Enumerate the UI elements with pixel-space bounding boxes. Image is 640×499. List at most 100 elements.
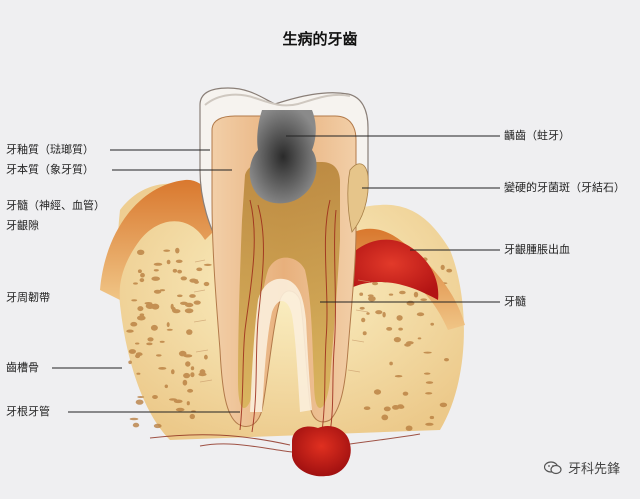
- bone-dot: [146, 343, 152, 346]
- label-pulp: 牙髓: [504, 295, 526, 309]
- bone-dot: [440, 403, 447, 408]
- bone-dot: [154, 424, 162, 428]
- bone-dot: [172, 309, 180, 313]
- diagram-title: 生病的牙齒: [0, 28, 640, 49]
- label-periodontal-ligament: 牙周韌帶: [6, 291, 50, 305]
- bone-dot: [160, 341, 165, 343]
- bone-dot: [140, 273, 145, 278]
- bone-dot: [136, 400, 144, 405]
- bone-dot: [167, 322, 170, 327]
- bone-dot: [403, 392, 409, 396]
- bone-dot: [126, 330, 133, 333]
- bone-dot: [196, 268, 202, 272]
- bone-dot: [151, 304, 159, 310]
- bone-dot: [204, 355, 208, 360]
- bone-dot: [152, 395, 158, 399]
- bone-dot: [194, 301, 201, 305]
- caries-cavity: [250, 110, 317, 203]
- bone-dot: [181, 276, 187, 280]
- bone-dot: [185, 308, 194, 313]
- bone-dot: [425, 423, 433, 426]
- bone-dot: [167, 329, 173, 331]
- bone-dot: [174, 400, 183, 404]
- bone-dot: [140, 313, 145, 316]
- bone-dot: [175, 248, 179, 254]
- label-gingival-sulcus: 牙齦隙: [6, 219, 39, 233]
- bone-dot: [189, 294, 196, 298]
- bone-dot: [154, 269, 159, 271]
- bone-dot: [167, 260, 171, 265]
- bone-dot: [360, 307, 365, 310]
- abscess: [292, 426, 351, 476]
- bone-dot: [186, 329, 192, 335]
- bone-dot: [446, 269, 452, 273]
- bone-dot: [407, 301, 415, 306]
- label-calculus: 變硬的牙菌斑（牙結石）: [504, 181, 625, 195]
- bone-dot: [191, 366, 194, 370]
- bone-dot: [366, 312, 369, 315]
- bone-dot: [389, 294, 393, 296]
- bone-dot: [382, 312, 385, 318]
- bone-dot: [129, 349, 136, 354]
- label-dentin: 牙本質（象牙質）: [6, 163, 94, 177]
- bone-dot: [140, 278, 145, 282]
- label-enamel: 牙釉質（琺瑯質）: [6, 143, 94, 157]
- bone-dot: [394, 337, 401, 342]
- bone-dot: [418, 337, 422, 339]
- bone-dot: [176, 408, 185, 412]
- bone-dot: [130, 418, 139, 420]
- bone-dot: [420, 298, 427, 301]
- bone-dot: [430, 323, 434, 326]
- watermark-text: 牙科先鋒: [568, 458, 620, 477]
- bone-dot: [177, 270, 182, 274]
- bone-dot: [441, 265, 445, 270]
- label-alveolar-bone: 齒槽骨: [6, 361, 39, 375]
- bone-dot: [425, 392, 432, 394]
- bone-dot: [136, 352, 143, 356]
- bone-dot: [158, 367, 166, 370]
- bone-dot: [392, 405, 399, 410]
- bone-dot: [384, 407, 391, 412]
- bone-dot: [137, 250, 144, 255]
- bone-dot: [138, 269, 142, 273]
- bone-dot: [361, 318, 365, 323]
- bone-dot: [187, 389, 193, 393]
- bone-dot: [190, 372, 194, 377]
- bone-dot: [154, 290, 161, 294]
- bone-dot: [374, 389, 381, 394]
- bone-dot: [179, 351, 187, 357]
- bone-dot: [359, 293, 363, 296]
- bone-dot: [163, 250, 170, 252]
- bone-dot: [381, 415, 388, 421]
- bone-dot: [204, 282, 210, 286]
- bone-dot: [151, 325, 158, 331]
- bone-dot: [414, 292, 418, 298]
- bone-dot: [180, 302, 188, 305]
- bone-dot: [128, 361, 132, 365]
- bone-dot: [147, 337, 153, 341]
- bone-dot: [399, 291, 406, 295]
- bone-dot: [368, 294, 374, 296]
- bone-dot: [171, 369, 175, 374]
- label-gum-bleeding: 牙齦腫脹出血: [504, 243, 570, 257]
- bone-dot: [137, 306, 143, 311]
- bone-dot: [424, 373, 431, 375]
- label-root-canal: 牙根牙管: [6, 405, 50, 419]
- bone-dot: [406, 426, 413, 431]
- bone-dot: [363, 331, 367, 335]
- bone-dot: [423, 352, 431, 354]
- bone-dot: [375, 310, 382, 314]
- bone-dot: [190, 414, 195, 419]
- bone-dot: [426, 381, 433, 384]
- bone-dot: [151, 277, 160, 281]
- bone-dot: [173, 269, 177, 273]
- bone-dot: [430, 416, 434, 419]
- bone-dot: [189, 279, 197, 283]
- bone-dot: [198, 373, 206, 377]
- bone-dot: [406, 341, 414, 344]
- bone-dot: [183, 380, 188, 386]
- bone-dot: [136, 373, 140, 375]
- bone-dot: [386, 327, 392, 331]
- bone-dot: [444, 358, 449, 361]
- bone-dot: [171, 304, 174, 310]
